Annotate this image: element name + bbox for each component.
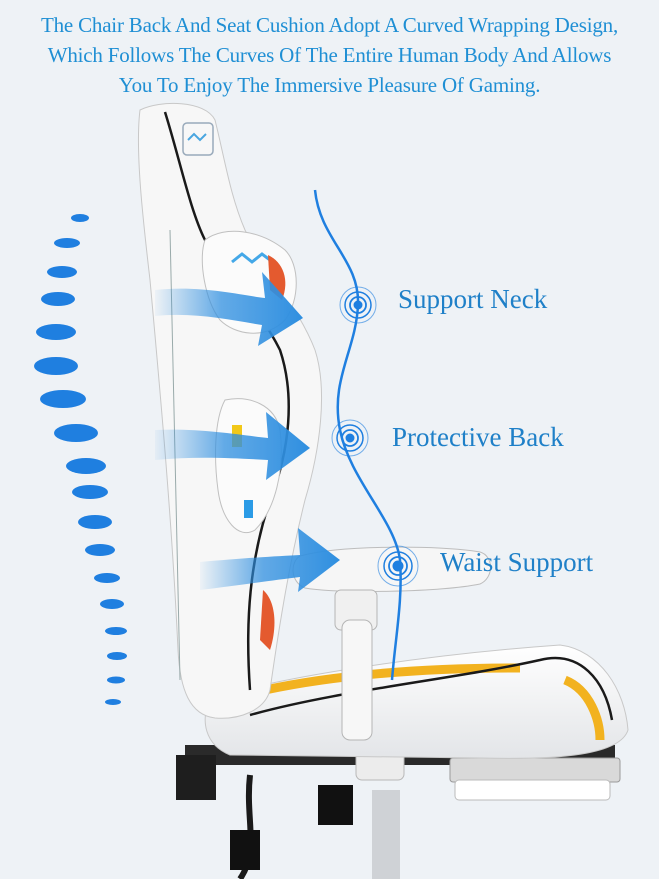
ripple-back-icon [331, 419, 369, 457]
label-waist-support: Waist Support [440, 547, 594, 577]
wave-dots [34, 214, 127, 705]
headline-line-1: The Chair Back And Seat Cushion Adopt A … [40, 13, 619, 37]
armrest [292, 546, 491, 741]
headline-line-2: Which Follows The Curves Of The Entire H… [47, 43, 612, 67]
ripple-waist-icon [377, 545, 419, 587]
label-protective-back: Protective Back [392, 422, 564, 452]
label-support-neck: Support Neck [398, 284, 548, 314]
ripple-neck-icon [339, 286, 377, 324]
backrest [137, 102, 322, 719]
headline-line-3: You To Enjoy The Immersive Pleasure Of G… [118, 73, 541, 97]
seat-cushion [204, 644, 629, 759]
headline: The Chair Back And Seat Cushion Adopt A … [0, 10, 659, 100]
pressure-arrows [155, 272, 340, 592]
